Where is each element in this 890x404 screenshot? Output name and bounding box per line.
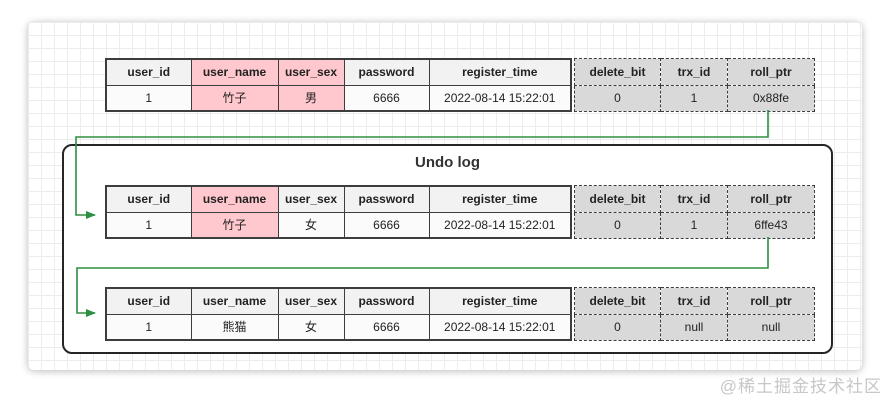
col-header-user_id: user_id	[105, 185, 192, 213]
col-header-user_sex: user_sex	[277, 58, 345, 86]
data-cell-delete_bit: 0	[574, 313, 661, 341]
col-header-register_time: register_time	[428, 58, 572, 86]
col-header-trx_id: trx_id	[660, 58, 728, 86]
col-header-user_id: user_id	[105, 58, 192, 86]
data-cell-trx_id: 1	[660, 211, 728, 239]
col-header-roll_ptr: roll_ptr	[727, 287, 815, 315]
col-header-roll_ptr: roll_ptr	[727, 58, 815, 86]
data-cell-trx_id: 1	[660, 84, 728, 112]
data-cell-register_time: 2022-08-14 15:22:01	[428, 211, 572, 239]
data-cell-user_sex: 男	[277, 84, 345, 112]
col-header-roll_ptr: roll_ptr	[727, 185, 815, 213]
col-header-user_name: user_name	[190, 185, 279, 213]
col-header-user_sex: user_sex	[277, 287, 345, 315]
data-cell-password: 6666	[343, 313, 430, 341]
col-header-user_name: user_name	[190, 287, 279, 315]
col-header-delete_bit: delete_bit	[574, 58, 661, 86]
data-cell-password: 6666	[343, 84, 430, 112]
col-header-user_id: user_id	[105, 287, 192, 315]
data-cell-user_id: 1	[105, 211, 192, 239]
data-cell-register_time: 2022-08-14 15:22:01	[428, 84, 572, 112]
col-header-trx_id: trx_id	[660, 287, 728, 315]
record-hidden-columns: delete_bit trx_id roll_ptr 0 null null	[574, 287, 815, 341]
data-cell-user_name: 竹子	[190, 211, 279, 239]
table-latest-record: user_id user_name user_sex password regi…	[105, 58, 815, 112]
col-header-password: password	[343, 58, 430, 86]
record-main-columns: user_id user_name user_sex password regi…	[105, 58, 572, 112]
col-header-password: password	[343, 287, 430, 315]
record-hidden-columns: delete_bit trx_id roll_ptr 0 1 0x88fe	[574, 58, 815, 112]
data-cell-trx_id: null	[660, 313, 728, 341]
data-cell-user_sex: 女	[277, 313, 345, 341]
watermark: @稀土掘金技术社区	[719, 377, 882, 396]
undo-log-title: Undo log	[415, 154, 480, 171]
record-main-columns: user_id user_name user_sex password regi…	[105, 185, 572, 239]
col-header-user_name: user_name	[190, 58, 279, 86]
data-cell-user_id: 1	[105, 84, 192, 112]
data-cell-roll_ptr: 6ffe43	[727, 211, 815, 239]
data-cell-delete_bit: 0	[574, 84, 661, 112]
record-hidden-columns: delete_bit trx_id roll_ptr 0 1 6ffe43	[574, 185, 815, 239]
data-cell-user_sex: 女	[277, 211, 345, 239]
data-cell-delete_bit: 0	[574, 211, 661, 239]
data-cell-user_name: 熊猫	[190, 313, 279, 341]
col-header-delete_bit: delete_bit	[574, 185, 661, 213]
col-header-user_sex: user_sex	[277, 185, 345, 213]
col-header-delete_bit: delete_bit	[574, 287, 661, 315]
data-cell-password: 6666	[343, 211, 430, 239]
data-cell-register_time: 2022-08-14 15:22:01	[428, 313, 572, 341]
data-cell-roll_ptr: null	[727, 313, 815, 341]
col-header-password: password	[343, 185, 430, 213]
col-header-trx_id: trx_id	[660, 185, 728, 213]
col-header-register_time: register_time	[428, 185, 572, 213]
data-cell-roll_ptr: 0x88fe	[727, 84, 815, 112]
data-cell-user_name: 竹子	[190, 84, 279, 112]
table-undo-version-2: user_id user_name user_sex password regi…	[105, 185, 815, 239]
table-undo-version-1: user_id user_name user_sex password regi…	[105, 287, 815, 341]
record-main-columns: user_id user_name user_sex password regi…	[105, 287, 572, 341]
data-cell-user_id: 1	[105, 313, 192, 341]
col-header-register_time: register_time	[428, 287, 572, 315]
